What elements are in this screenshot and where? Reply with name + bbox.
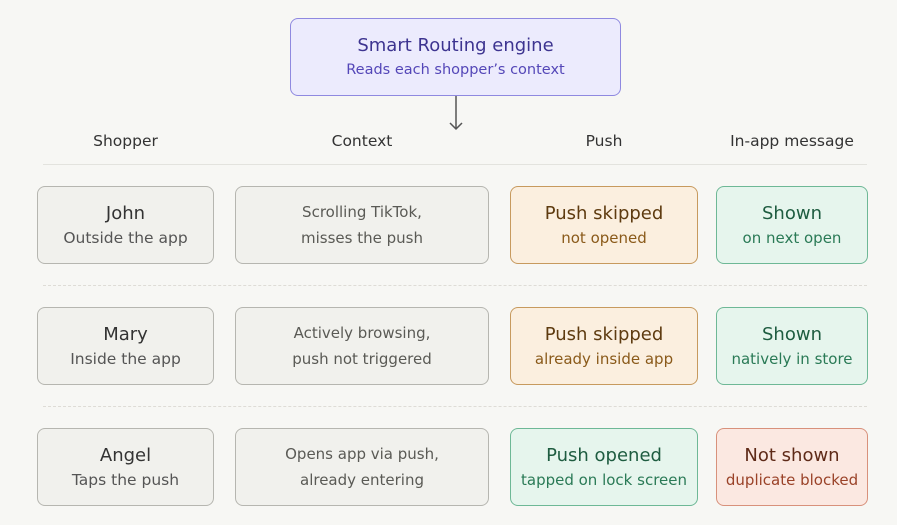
push-status-title: Push skipped: [544, 203, 664, 224]
header-context: Context: [331, 132, 393, 150]
inapp-status-detail: on next open: [742, 229, 842, 247]
down-arrow-icon: [449, 96, 463, 131]
context-card-mary: Actively browsing, push not triggered: [235, 307, 489, 385]
inapp-status-detail: duplicate blocked: [725, 471, 859, 489]
push-card-mary: Push skipped already inside app: [510, 307, 698, 385]
inapp-card-mary: Shown natively in store: [716, 307, 868, 385]
engine-subtitle: Reads each shopper’s context: [346, 62, 565, 78]
context-line-2: push not triggered: [292, 350, 432, 368]
header-inapp-message: In-app message: [730, 132, 854, 150]
context-card-john: Scrolling TikTok, misses the push: [235, 186, 489, 264]
inapp-status-title: Not shown: [744, 445, 840, 466]
engine-title: Smart Routing engine: [357, 35, 554, 56]
shopper-card-john: John Outside the app: [37, 186, 214, 264]
header-shopper: Shopper: [93, 132, 158, 150]
context-line-2: misses the push: [301, 229, 423, 247]
push-status-detail: not opened: [561, 229, 647, 247]
shopper-state: Outside the app: [63, 229, 188, 247]
push-status-title: Push opened: [546, 445, 662, 466]
row-divider: [43, 406, 867, 407]
header-push: Push: [585, 132, 623, 150]
push-status-detail: already inside app: [534, 350, 674, 368]
push-card-angel: Push opened tapped on lock screen: [510, 428, 698, 506]
inapp-status-detail: natively in store: [731, 350, 853, 368]
inapp-card-john: Shown on next open: [716, 186, 868, 264]
smart-routing-engine-box: Smart Routing engine Reads each shopper’…: [290, 18, 621, 96]
row-divider: [43, 285, 867, 286]
shopper-card-angel: Angel Taps the push: [37, 428, 214, 506]
context-card-angel: Opens app via push, already entering: [235, 428, 489, 506]
shopper-state: Inside the app: [70, 350, 181, 368]
shopper-card-mary: Mary Inside the app: [37, 307, 214, 385]
context-line-1: Actively browsing,: [293, 324, 431, 342]
push-status-detail: tapped on lock screen: [521, 471, 687, 489]
inapp-status-title: Shown: [762, 324, 822, 345]
shopper-state: Taps the push: [71, 471, 180, 489]
context-line-1: Opens app via push,: [285, 445, 439, 463]
shopper-name: Angel: [99, 445, 152, 466]
push-card-john: Push skipped not opened: [510, 186, 698, 264]
inapp-status-title: Shown: [762, 203, 822, 224]
shopper-name: Mary: [103, 324, 148, 345]
context-line-1: Scrolling TikTok,: [302, 203, 422, 221]
push-status-title: Push skipped: [544, 324, 664, 345]
context-line-2: already entering: [300, 471, 424, 489]
header-divider: [43, 164, 867, 165]
inapp-card-angel: Not shown duplicate blocked: [716, 428, 868, 506]
shopper-name: John: [105, 203, 146, 224]
